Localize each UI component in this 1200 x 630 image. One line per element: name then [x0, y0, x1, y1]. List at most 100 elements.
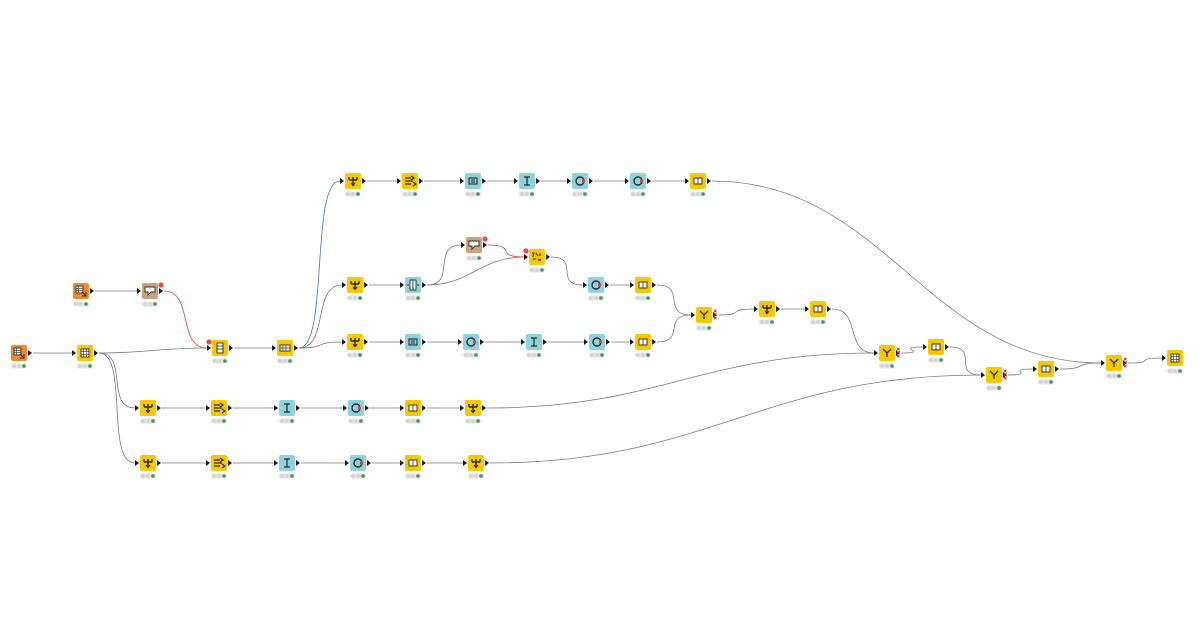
workflow-node-n15[interactable] [400, 277, 426, 301]
workflow-node-n21[interactable] [400, 334, 426, 358]
input-port[interactable] [343, 405, 347, 411]
input-port[interactable] [754, 306, 758, 312]
output-port[interactable] [364, 282, 368, 288]
output-port[interactable] [546, 254, 550, 260]
connection-n40-n43[interactable] [489, 374, 982, 464]
workflow-node-n4[interactable] [137, 282, 164, 307]
output-port[interactable] [294, 345, 298, 351]
input-port[interactable] [272, 345, 276, 351]
output-port[interactable] [296, 405, 300, 411]
workflow-node-n2[interactable] [72, 345, 98, 369]
input-port[interactable] [524, 254, 528, 260]
input-port[interactable] [400, 339, 404, 345]
output-port[interactable] [827, 306, 831, 312]
flow-variable-port[interactable] [482, 236, 488, 242]
workflow-node-n18[interactable] [583, 277, 609, 301]
connection-n44-n45[interactable] [1059, 362, 1102, 370]
output-port[interactable] [605, 282, 609, 288]
connection-n6-n14[interactable] [298, 284, 343, 349]
workflow-node-n8[interactable] [397, 173, 423, 197]
input-port[interactable] [1162, 355, 1166, 361]
workflow-node-n33[interactable] [400, 400, 426, 424]
connection-n6-n20[interactable] [298, 341, 343, 349]
input-port[interactable] [625, 178, 629, 184]
workflow-node-n1[interactable] [11, 345, 32, 369]
workflow-node-n31[interactable] [274, 400, 300, 424]
connection-n43-n44[interactable] [1007, 368, 1034, 376]
output-port[interactable] [483, 242, 487, 248]
node-body[interactable] [465, 173, 481, 189]
workflow-node-n13[interactable] [685, 173, 711, 197]
connection-n28-n41[interactable] [831, 308, 875, 354]
connection-n15-n17[interactable] [426, 256, 525, 286]
input-port[interactable] [805, 306, 809, 312]
output-port[interactable] [652, 282, 656, 288]
output-port[interactable] [228, 460, 232, 466]
input-port[interactable] [207, 345, 211, 351]
workflow-node-n17[interactable] [523, 248, 550, 273]
connection-n42-n43[interactable] [949, 346, 982, 376]
output-port[interactable] [482, 178, 486, 184]
connection-n19-n26[interactable] [656, 284, 692, 316]
input-port[interactable] [583, 282, 587, 288]
connection-n16-n17[interactable] [487, 244, 525, 258]
workflow-node-n43[interactable] [981, 367, 1007, 391]
output-port[interactable] [365, 405, 369, 411]
workflow-node-n39[interactable] [400, 455, 426, 479]
flow-variable-port[interactable] [158, 282, 164, 288]
node-body[interactable] [588, 277, 604, 293]
input-port[interactable] [461, 242, 465, 248]
input-port[interactable] [137, 288, 141, 294]
input-port[interactable] [135, 405, 139, 411]
output-port[interactable] [652, 339, 656, 345]
input-port[interactable] [514, 178, 518, 184]
output-port[interactable] [367, 460, 371, 466]
input-port[interactable] [630, 282, 634, 288]
workflow-node-n30[interactable] [206, 400, 232, 424]
input-port[interactable] [206, 460, 210, 466]
input-port[interactable] [923, 344, 927, 350]
output-port[interactable] [157, 460, 161, 466]
output-port[interactable] [647, 178, 651, 184]
workflow-node-n22[interactable] [458, 334, 484, 358]
connection-n6-n7[interactable] [298, 180, 341, 349]
connection-n45-n46[interactable] [1127, 357, 1163, 364]
input-port[interactable] [981, 372, 985, 378]
input-port[interactable] [72, 350, 76, 356]
workflow-node-n46[interactable] [1162, 350, 1183, 374]
workflow-node-n6[interactable] [272, 340, 298, 364]
node-body[interactable] [350, 455, 366, 471]
workflow-node-n37[interactable] [274, 455, 300, 479]
input-port[interactable] [340, 178, 344, 184]
connection-n13-n45[interactable] [711, 180, 1102, 364]
workflow-node-n20[interactable] [342, 334, 368, 358]
workflow-node-n3[interactable] [73, 283, 94, 307]
node-body[interactable] [463, 334, 479, 350]
output-port[interactable] [157, 405, 161, 411]
workflow-node-n45[interactable] [1101, 355, 1127, 379]
output-port[interactable] [606, 339, 610, 345]
connection-n2-n35[interactable] [98, 352, 136, 464]
input-port[interactable] [567, 178, 571, 184]
workflow-node-n16[interactable] [461, 236, 488, 261]
connection-n15-n16[interactable] [426, 244, 462, 286]
input-port[interactable] [206, 405, 210, 411]
input-port[interactable] [521, 339, 525, 345]
node-body[interactable] [529, 249, 545, 265]
node-body[interactable] [348, 400, 364, 416]
output-port[interactable] [707, 178, 711, 184]
flow-variable-port[interactable] [206, 339, 212, 345]
output-port[interactable] [422, 339, 426, 345]
workflow-node-n9[interactable] [460, 173, 486, 197]
node-body[interactable] [630, 173, 646, 189]
output-port[interactable] [945, 344, 949, 350]
input-port[interactable] [342, 339, 346, 345]
workflow-node-n14[interactable] [342, 277, 368, 301]
node-body[interactable] [589, 334, 605, 350]
input-port[interactable] [400, 460, 404, 466]
input-port[interactable] [691, 312, 695, 318]
output-port[interactable] [94, 350, 98, 356]
workflow-node-n11[interactable] [567, 173, 593, 197]
workflow-node-n36[interactable] [206, 455, 232, 479]
